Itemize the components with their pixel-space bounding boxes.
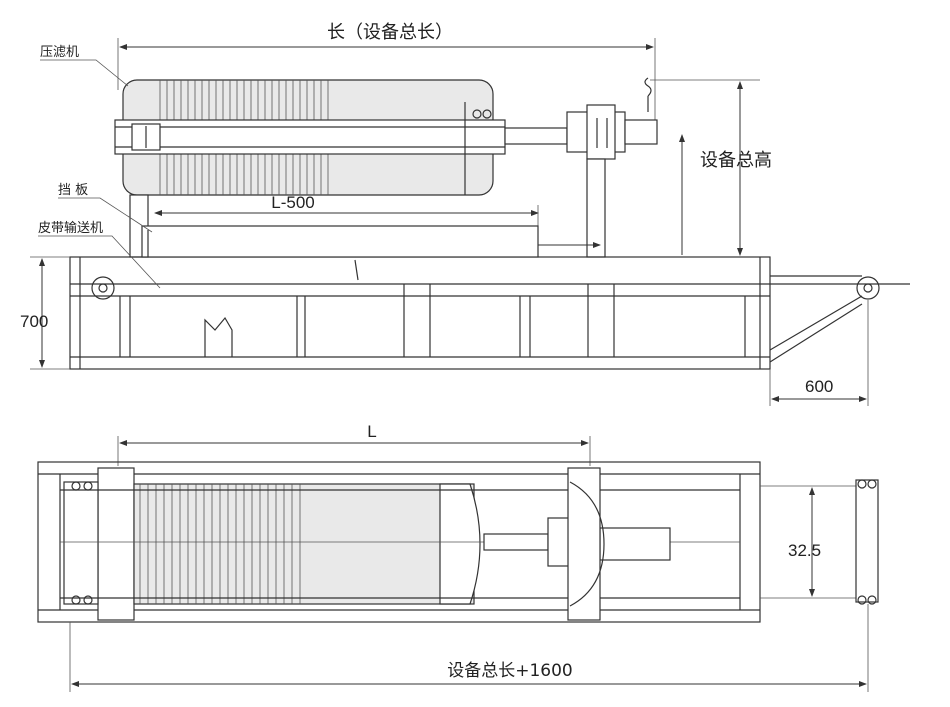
extension-600-label: 600	[805, 377, 833, 396]
baffle-label: 挡 板	[58, 183, 88, 198]
callouts: 压滤机 挡 板 皮带输送机	[38, 45, 161, 289]
side-view: 长（设备总长）	[20, 22, 910, 406]
height-700-dimension: 700	[20, 256, 70, 370]
filter-press-body	[114, 77, 658, 258]
total-length-plus-label: 设备总长+1600	[447, 661, 573, 681]
l-lower-label: L	[367, 422, 376, 441]
total-length-dimension: 长（设备总长）	[117, 22, 656, 120]
total-height-dimension: 设备总高	[605, 79, 772, 258]
height-700-label: 700	[20, 312, 48, 331]
width-32-5-label: 32.5	[788, 541, 821, 560]
lower-l-dimension: L	[117, 422, 591, 466]
extension-600-dimension: 600	[769, 300, 869, 406]
filter-plates-top	[139, 484, 301, 604]
l-minus-500-label: L-500	[271, 193, 314, 212]
width-32-5-dimension: 32.5	[788, 487, 821, 597]
top-view: L	[37, 422, 879, 692]
total-length-label: 长（设备总长）	[327, 22, 453, 43]
total-height-label: 设备总高	[700, 150, 772, 171]
filter-press-label: 压滤机	[40, 45, 79, 60]
belt-conveyor-label: 皮带输送机	[38, 220, 103, 236]
total-length-plus-dimension: 设备总长+1600	[69, 604, 869, 692]
belt-conveyor-frame	[69, 225, 910, 370]
